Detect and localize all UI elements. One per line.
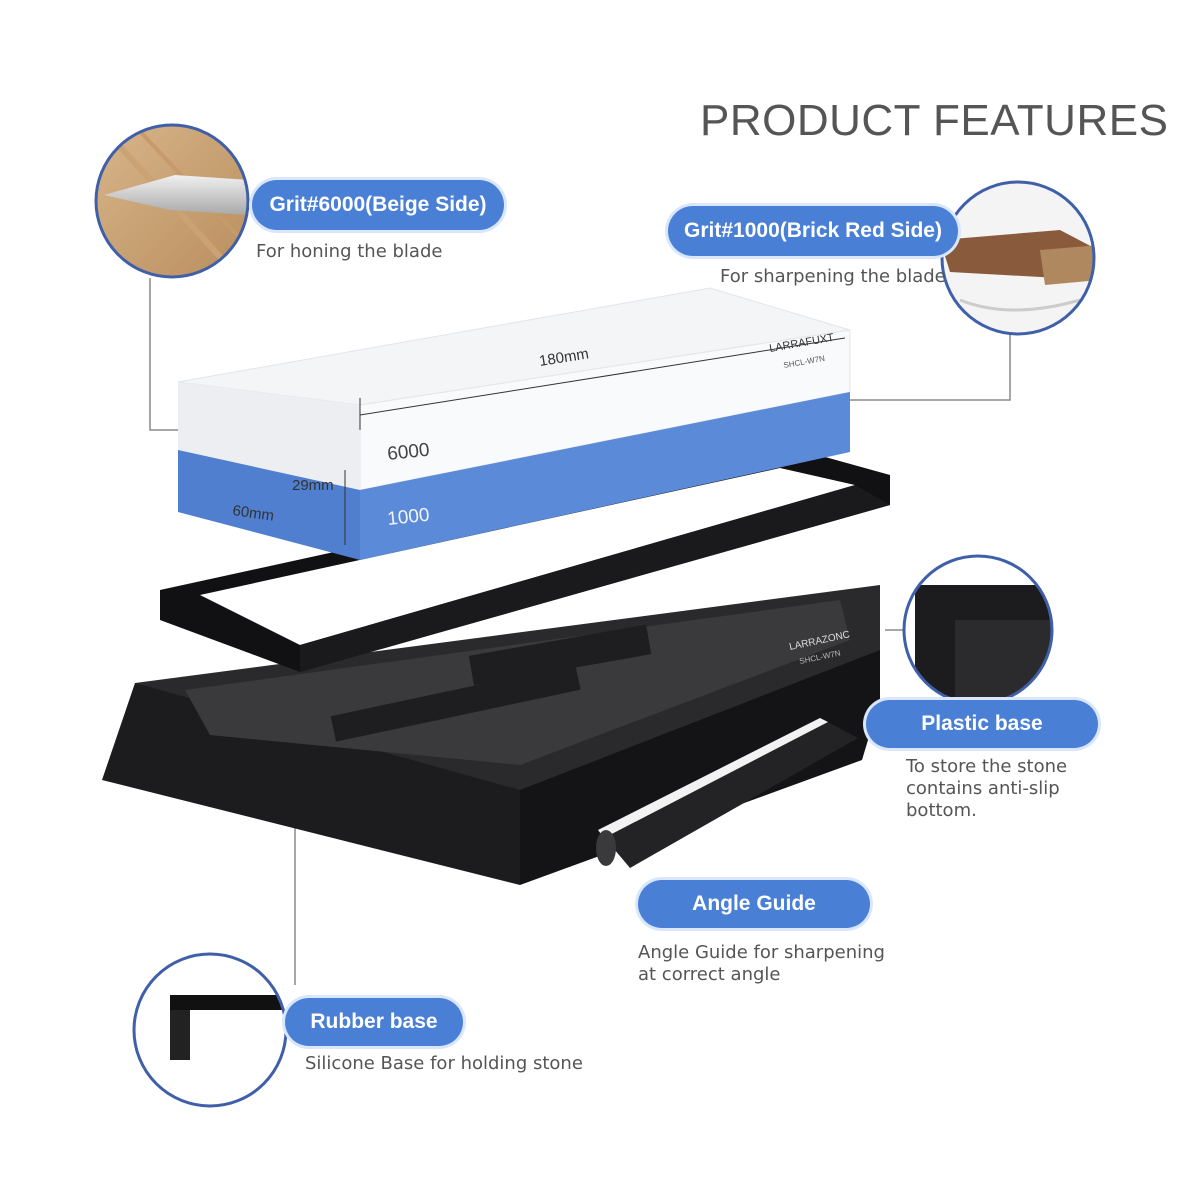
feature-pill-red: Grit#1000(Brick Red Side) [668, 206, 958, 256]
whetstone: 180mm 29mm 60mm 6000 1000 LARRAFUXT SHCL… [177, 287, 851, 560]
plastic-corner-icon [902, 554, 1054, 706]
angle-guide [596, 718, 858, 868]
grit-bottom-label: 1000 [386, 505, 430, 530]
feature-pill-rubber: Rubber base [285, 998, 463, 1046]
rubber-base-frame [160, 450, 890, 672]
feature-desc-beige: For honing the blade [256, 241, 443, 262]
feature-desc-red: For sharpening the blade [720, 266, 946, 287]
feature-desc-angle: Angle Guide for sharpening at correct an… [638, 942, 885, 985]
grit-top-label: 6000 [386, 440, 430, 465]
feature-pill-beige: Grit#6000(Beige Side) [252, 180, 504, 230]
stone-width-label: 60mm [231, 502, 275, 525]
feature-pill-plastic: Plastic base [866, 700, 1098, 748]
knife-sharpening-icon [940, 180, 1096, 336]
feature-pill-angle: Angle Guide [638, 880, 870, 928]
feature-desc-plastic: To store the stone contains anti-slip bo… [906, 756, 1068, 821]
rubber-corner-icon [132, 952, 288, 1108]
knife-honing-icon [94, 123, 250, 279]
page-title: PRODUCT FEATURES [700, 96, 1169, 145]
feature-desc-rubber: Silicone Base for holding stone [305, 1053, 583, 1074]
stone-height-label: 29mm [292, 477, 334, 494]
